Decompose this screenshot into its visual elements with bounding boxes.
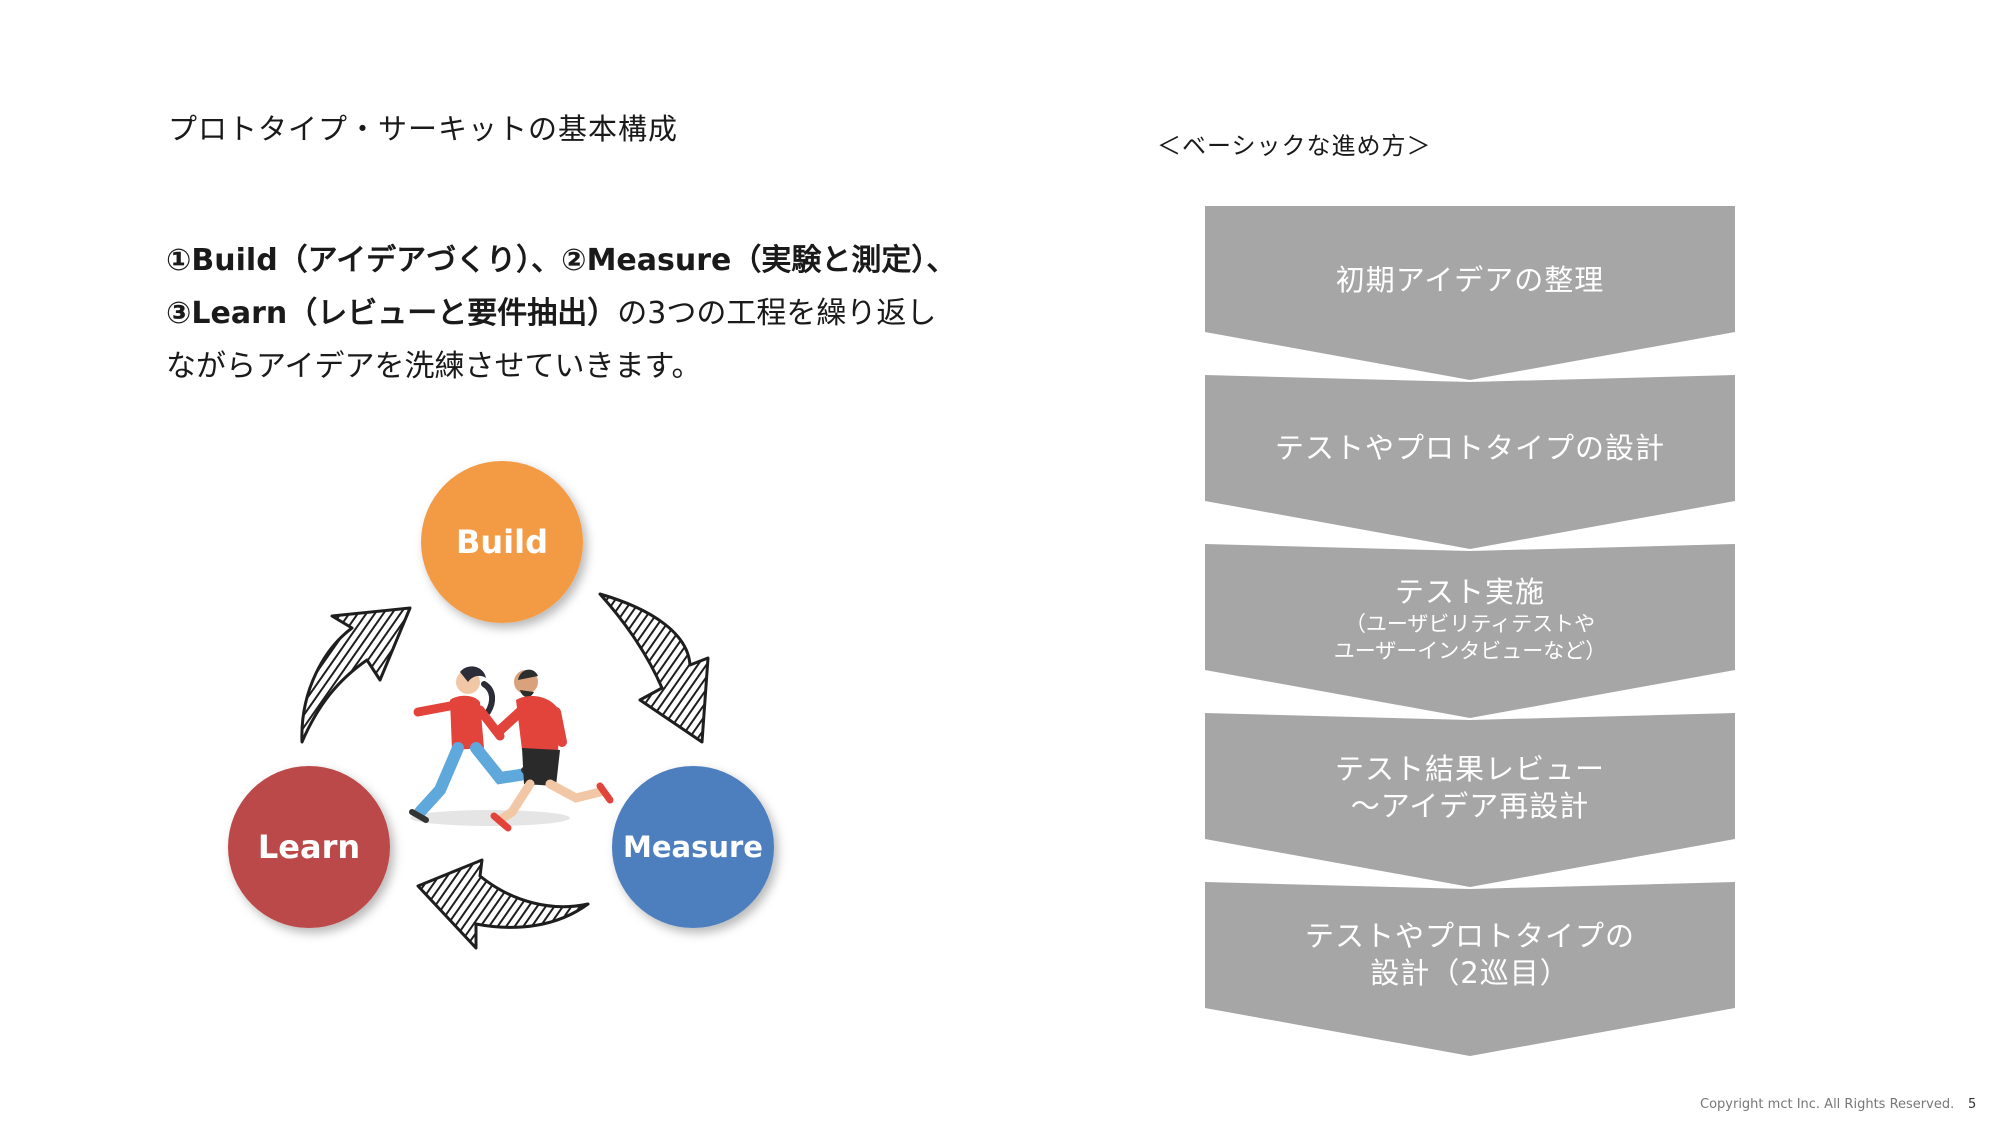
flow-step-5-shape bbox=[1205, 882, 1735, 1056]
description-line-1-text: ①Build（アイデアづくり）、②Measure（実験と測定）、 bbox=[166, 243, 957, 278]
arrow-measure-to-learn-icon bbox=[416, 858, 590, 950]
description-line-2: ③Learn（レビューと要件抽出）の3つの工程を繰り返し bbox=[166, 287, 1006, 340]
flow-step-3-label: テスト実施 bbox=[1394, 575, 1545, 609]
flow-step-5-label-2: 設計（2巡目） bbox=[1370, 956, 1570, 990]
flow-step-5-label-1: テストやプロトタイプの bbox=[1304, 919, 1635, 953]
runners-illustration bbox=[409, 666, 614, 832]
description-line-3: ながらアイデアを洗練させていきます。 bbox=[166, 349, 702, 384]
arrow-learn-to-build-icon bbox=[300, 606, 412, 744]
description-line-2-rest: の3つの工程を繰り返し bbox=[617, 296, 937, 331]
slide-title: プロトタイプ・サーキットの基本構成 bbox=[168, 112, 679, 146]
flow-step-2-shape bbox=[1205, 375, 1735, 549]
flow-step-3-sub-1: （ユーザビリティテストや bbox=[1344, 612, 1596, 636]
flow-step-3-sub-2: ユーザーインタビューなど） bbox=[1333, 639, 1607, 663]
measure-circle bbox=[612, 766, 774, 928]
page-number: 5 bbox=[1968, 1097, 1977, 1112]
flow-step-2: テストやプロトタイプの設計 bbox=[1205, 430, 1735, 467]
flow-step-3: テスト実施 （ユーザビリティテストや ユーザーインタビューなど） bbox=[1205, 574, 1735, 665]
measure-label: Measure bbox=[623, 830, 763, 864]
learn-label: Learn bbox=[257, 828, 361, 866]
woman-runner-icon bbox=[409, 666, 537, 823]
man-runner-icon bbox=[490, 669, 614, 832]
flow-step-1: 初期アイデアの整理 bbox=[1205, 262, 1735, 299]
flow-steps bbox=[1205, 206, 1735, 1056]
description-line-1: ①Build（アイデアづくり）、②Measure（実験と測定）、 bbox=[166, 234, 1006, 287]
flow-step-4-shape bbox=[1205, 713, 1735, 887]
flow-step-1-label: 初期アイデアの整理 bbox=[1335, 263, 1605, 297]
flow-step-3-shape bbox=[1205, 544, 1735, 718]
learn-circle bbox=[228, 766, 390, 928]
flow-heading: ＜ベーシックな進め方＞ bbox=[1157, 132, 1432, 160]
flow-step-1-shape bbox=[1205, 206, 1735, 380]
flow-step-2-label: テストやプロトタイプの設計 bbox=[1274, 431, 1665, 465]
flow-step-4: テスト結果レビュー ～アイデア再設計 bbox=[1205, 751, 1735, 825]
build-circle bbox=[421, 461, 583, 623]
copyright-text: Copyright mct Inc. All Rights Reserved. bbox=[1700, 1097, 1955, 1112]
flow-step-5: テストやプロトタイプの 設計（2巡目） bbox=[1205, 918, 1735, 992]
description-line-2-bold: ③Learn（レビューと要件抽出） bbox=[166, 296, 618, 331]
build-label: Build bbox=[455, 523, 548, 561]
slide-description: ①Build（アイデアづくり）、②Measure（実験と測定）、 ③Learn（… bbox=[166, 234, 1006, 393]
flow-step-4-label-1: テスト結果レビュー bbox=[1334, 752, 1605, 786]
flow-step-4-label-2: ～アイデア再設計 bbox=[1350, 789, 1590, 823]
arrow-build-to-measure-icon bbox=[598, 592, 710, 744]
